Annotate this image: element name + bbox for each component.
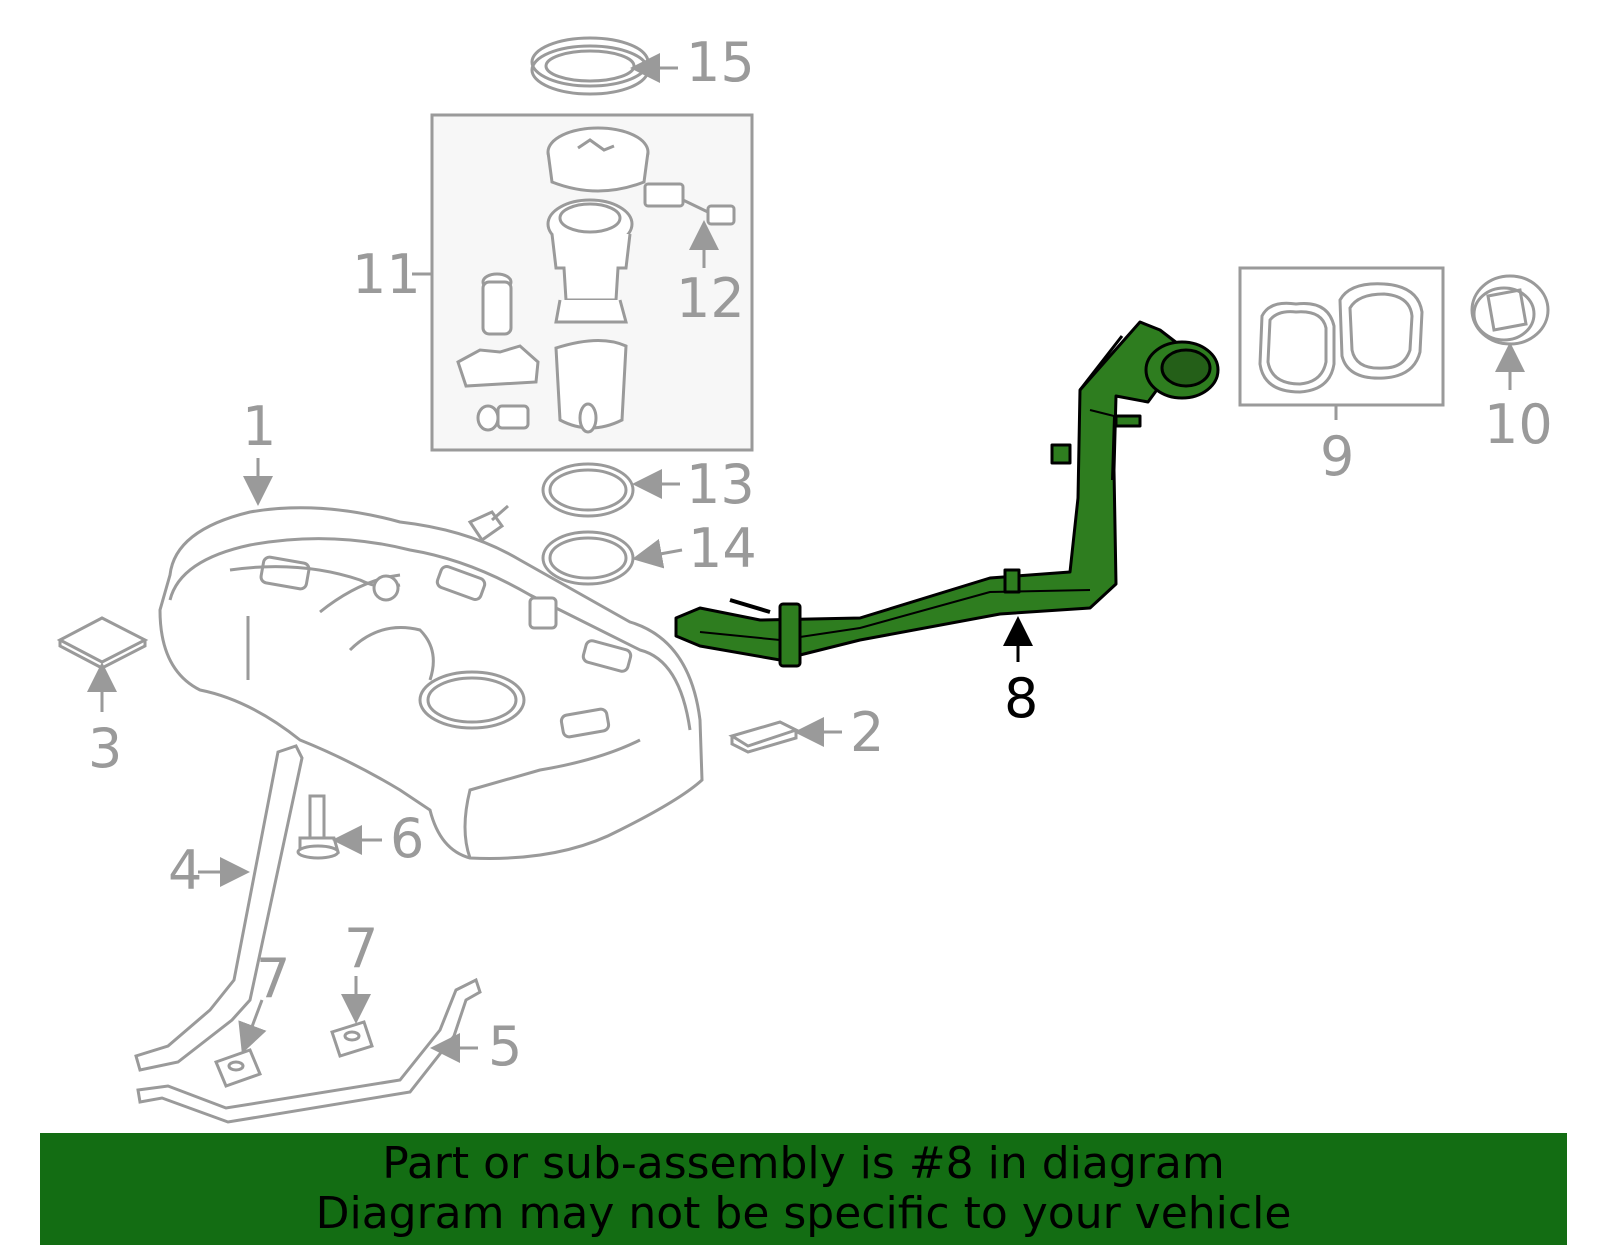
callout-13: 13 <box>686 453 755 516</box>
pad-part <box>56 616 149 670</box>
fuel-cap-part <box>1470 274 1550 346</box>
gasket-parts <box>541 462 635 586</box>
callout-15: 15 <box>686 31 755 94</box>
strap-part-4 <box>134 744 304 1072</box>
callout-4: 4 <box>168 839 203 902</box>
lock-ring-part <box>530 36 650 96</box>
leader-14 <box>632 538 683 569</box>
callout-11: 11 <box>352 243 421 306</box>
pad-part-2 <box>728 720 800 754</box>
nut-parts <box>214 1020 374 1088</box>
parts-diagram <box>56 36 1550 1124</box>
leader-7a <box>238 999 267 1054</box>
fuel-filler-pipe-part <box>674 320 1220 668</box>
callout-7b: 7 <box>344 917 379 980</box>
callout-2: 2 <box>850 701 885 764</box>
fuel-pump-parts <box>456 126 736 434</box>
banner-line-1: Part or sub-assembly is #8 in diagram <box>382 1138 1225 1189</box>
callout-12: 12 <box>676 267 745 330</box>
callout-6: 6 <box>390 807 425 870</box>
callout-9: 9 <box>1320 425 1355 488</box>
callout-3: 3 <box>88 717 123 780</box>
banner-line-2: Diagram may not be specific to your vehi… <box>315 1188 1292 1239</box>
callout-5: 5 <box>488 1015 523 1078</box>
fuel-tank-part <box>158 504 704 860</box>
callout-10: 10 <box>1484 393 1553 456</box>
housing-gasket-parts <box>1258 282 1424 394</box>
callout-1: 1 <box>242 395 277 458</box>
info-banner: Part or sub-assembly is #8 in diagram Di… <box>40 1133 1567 1245</box>
callout-14: 14 <box>688 517 757 580</box>
callout-8: 8 <box>1004 667 1039 730</box>
bolt-part <box>296 794 340 860</box>
strap-part-5 <box>136 977 482 1124</box>
callout-7a: 7 <box>256 947 291 1010</box>
